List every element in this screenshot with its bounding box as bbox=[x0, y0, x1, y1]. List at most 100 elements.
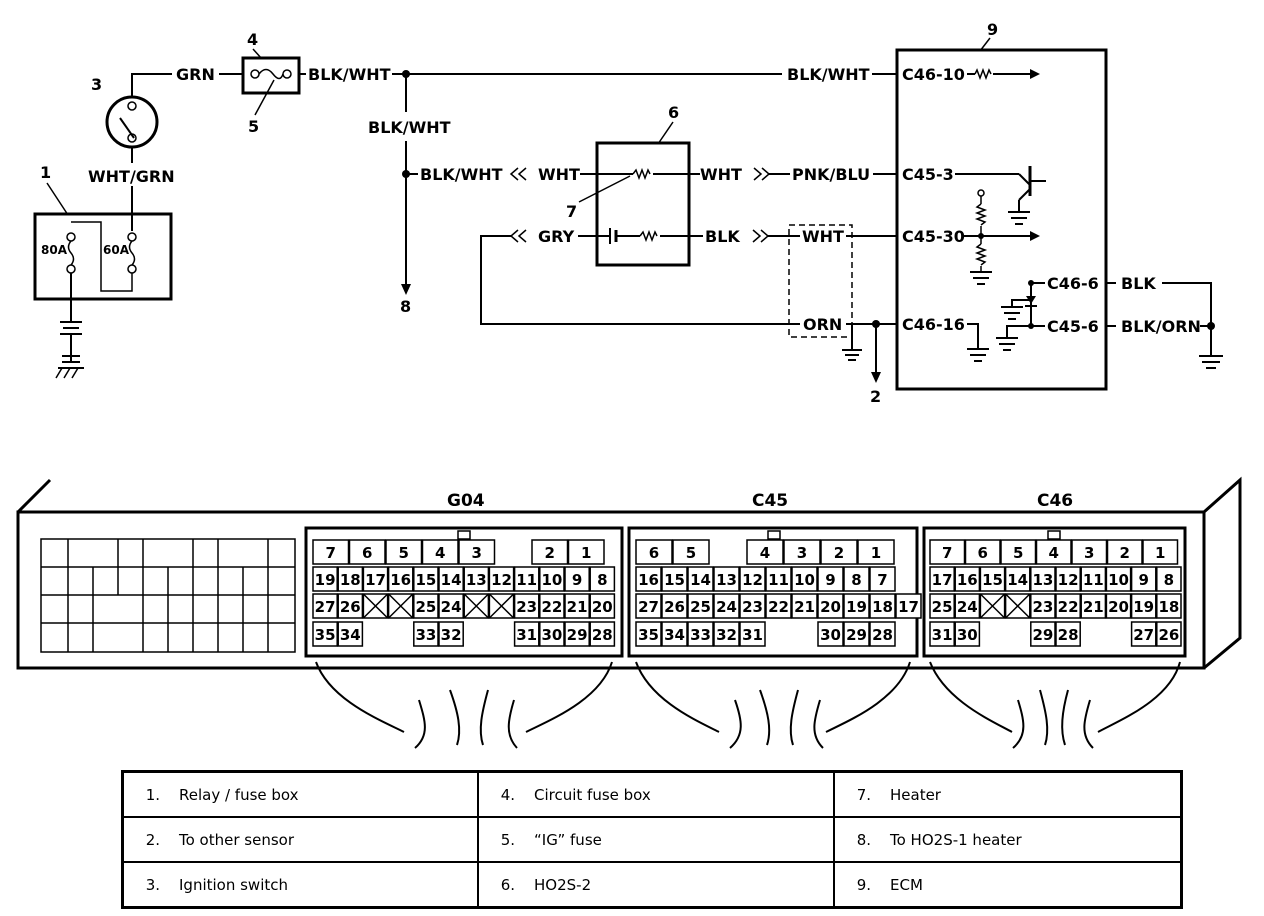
connector-pin-number: 12 bbox=[742, 571, 763, 589]
connector-pin-number: 34 bbox=[664, 626, 685, 644]
connector-pin-number: 15 bbox=[982, 571, 1003, 589]
connector-pin-cell bbox=[1156, 593, 1182, 619]
connector-pin-cell bbox=[513, 566, 540, 592]
connector-pin-number: 30 bbox=[820, 626, 841, 644]
connector-pin-number: 33 bbox=[415, 626, 436, 644]
callout-6: 6 bbox=[668, 103, 679, 122]
connector-pin-cell bbox=[635, 593, 662, 619]
connector-pin-number: 26 bbox=[664, 598, 685, 616]
connector-pin-number: 20 bbox=[820, 598, 841, 616]
connector-pin-cell bbox=[1130, 593, 1157, 619]
wire-label-blk-wht-d: BLK/WHT bbox=[787, 65, 870, 84]
connector-pin-number: 27 bbox=[1133, 626, 1154, 644]
connector-pin-cell bbox=[713, 593, 740, 619]
wire-label-orn: ORN bbox=[803, 315, 842, 334]
connector-pin-number: 8 bbox=[597, 571, 607, 589]
connector-pin-cell bbox=[817, 593, 844, 619]
connector-pin-number: 23 bbox=[1032, 598, 1053, 616]
callout-2: 2 bbox=[870, 387, 881, 406]
wire-label-pnk-blu: PNK/BLU bbox=[792, 165, 870, 184]
connector-pin-blank bbox=[1005, 593, 1031, 619]
connector-pin-number: 7 bbox=[877, 571, 887, 589]
connector-pin-cell bbox=[791, 566, 818, 592]
connector-pin-number: 6 bbox=[362, 544, 372, 562]
connector-pin-cell bbox=[348, 539, 386, 565]
legend-item-7: 7.Heater bbox=[833, 770, 1183, 818]
legend-item-8: 8.To HO2S-1 heater bbox=[833, 816, 1183, 863]
connector-pin-number: 19 bbox=[1133, 598, 1154, 616]
connector-pin-blank bbox=[388, 593, 414, 619]
connector-pin-cell bbox=[1030, 593, 1056, 619]
connector-pin-number: 11 bbox=[1083, 571, 1104, 589]
connector-pin-number: 23 bbox=[742, 598, 763, 616]
connector-pin-cell bbox=[312, 621, 338, 647]
connector-pin-cell bbox=[438, 566, 464, 592]
fuse-rating-80a: 80A bbox=[41, 243, 68, 257]
connector-pin-blank bbox=[463, 593, 489, 619]
connector-pin-cell bbox=[589, 593, 616, 619]
connector-pin-cell bbox=[337, 621, 364, 647]
connector-pin-cell bbox=[1105, 566, 1132, 592]
connector-pin-number: 32 bbox=[441, 626, 462, 644]
connector-pin-number: 2 bbox=[1120, 544, 1130, 562]
callout-1: 1 bbox=[40, 163, 51, 182]
connector-pin-number: 1 bbox=[1155, 544, 1165, 562]
callout-5: 5 bbox=[248, 117, 259, 136]
connector-pin-number: 25 bbox=[932, 598, 953, 616]
connector-pin-number: 31 bbox=[932, 626, 953, 644]
connector-pin-number: 11 bbox=[516, 571, 537, 589]
connector-pin-number: 10 bbox=[794, 571, 815, 589]
connector-pin-number: 3 bbox=[472, 544, 482, 562]
connector-pin-number: 9 bbox=[825, 571, 835, 589]
connector-pin-number: 22 bbox=[541, 598, 562, 616]
connector-pin-cell bbox=[312, 566, 338, 592]
connector-pin-blank bbox=[979, 593, 1006, 619]
connector-pin-number: 15 bbox=[664, 571, 685, 589]
legend-item-1: 1.Relay / fuse box bbox=[121, 770, 479, 818]
connector-pin-number: 14 bbox=[441, 571, 462, 589]
connector-pin-cell bbox=[1142, 539, 1179, 565]
connector-pin-cell bbox=[739, 621, 766, 647]
connector-pin-number: 20 bbox=[592, 598, 613, 616]
connector-pin-cell bbox=[458, 539, 496, 565]
connector-pin-cell bbox=[869, 566, 896, 592]
connector-pin-blank bbox=[488, 593, 515, 619]
connector-pin-number: 30 bbox=[957, 626, 978, 644]
connector-pin-cell bbox=[413, 566, 439, 592]
connector-pin-number: 28 bbox=[872, 626, 893, 644]
connector-pin-number: 16 bbox=[638, 571, 659, 589]
connector-pin-number: 24 bbox=[441, 598, 462, 616]
connector-pin-number: 2 bbox=[545, 544, 555, 562]
connector-pin-number: 18 bbox=[872, 598, 893, 616]
wire-label-blk-orn: BLK/ORN bbox=[1121, 317, 1201, 336]
connector-pin-number: 27 bbox=[638, 598, 659, 616]
connector-pin-cell bbox=[929, 593, 955, 619]
wire-label-blk-b: BLK bbox=[1121, 274, 1156, 293]
connector-pin-cell bbox=[929, 539, 966, 565]
legend-item-9: 9.ECM bbox=[833, 861, 1183, 909]
connector-pin-cell bbox=[1004, 566, 1031, 592]
connector-pin-number: 4 bbox=[435, 544, 445, 562]
connector-pin-cell bbox=[783, 539, 821, 565]
wire-label-blk-wht-a: BLK/WHT bbox=[308, 65, 391, 84]
connector-pin-number: 3 bbox=[797, 544, 807, 562]
ecm-box bbox=[895, 48, 1108, 391]
connector-pin-number: 17 bbox=[898, 598, 919, 616]
connector-pin-number: 6 bbox=[978, 544, 988, 562]
connector-pin-cell bbox=[1080, 566, 1107, 592]
connector-pin-cell bbox=[661, 621, 688, 647]
connector-pin-number: 13 bbox=[466, 571, 487, 589]
connector-pin-cell bbox=[869, 593, 896, 619]
connector-pin-cell bbox=[843, 621, 870, 647]
connector-pin-number: 19 bbox=[315, 571, 336, 589]
connector-title-c46: C46 bbox=[1037, 491, 1073, 511]
connector-pin-number: 15 bbox=[415, 571, 436, 589]
connector-pin-cell bbox=[567, 539, 605, 565]
connector-pin-cell bbox=[954, 593, 981, 619]
connector-pin-cell bbox=[843, 566, 870, 592]
connector-pin-number: 3 bbox=[1084, 544, 1094, 562]
connector-pin-number: 5 bbox=[1013, 544, 1023, 562]
connector-pin-number: 19 bbox=[846, 598, 867, 616]
connector-pin-number: 10 bbox=[541, 571, 562, 589]
